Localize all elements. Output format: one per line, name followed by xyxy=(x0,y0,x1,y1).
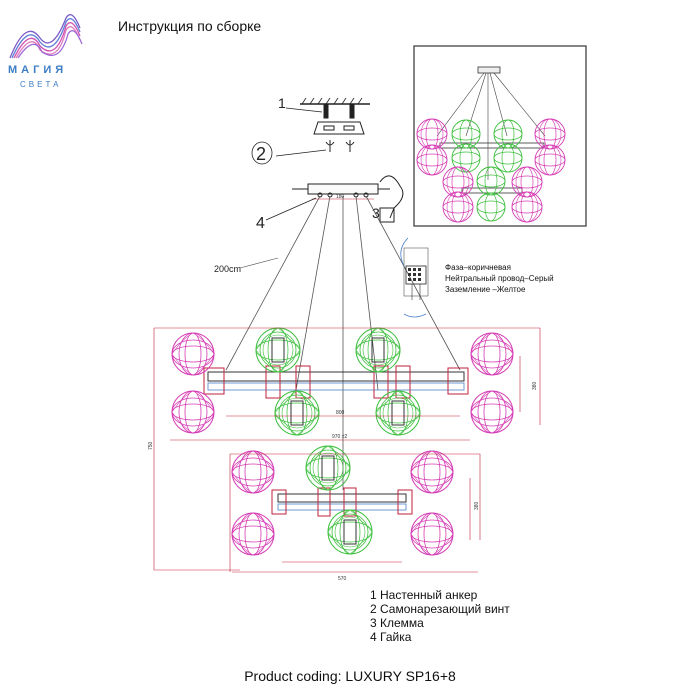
suspension-cables xyxy=(225,195,461,490)
legend-item: 4 Гайка xyxy=(370,630,412,644)
wiring-legend: Фаза–коричневая Нейтральный провод–Серый… xyxy=(445,262,554,295)
ceiling-mount xyxy=(292,97,404,223)
preview-inset xyxy=(413,45,587,227)
callout-4: 4 xyxy=(256,197,317,232)
lower-width-label: 570 xyxy=(338,576,347,582)
total-height-label: 750 xyxy=(148,441,154,450)
callout-number: 2 xyxy=(256,144,266,164)
cable-length: 200cm xyxy=(214,257,279,274)
page-title: Инструкция по сборке xyxy=(118,18,262,34)
logo-subtext: СВЕТА xyxy=(20,80,62,89)
product-coding: Product coding: LUXURY SP16+8 xyxy=(244,668,456,684)
upper-height-label: 380 xyxy=(532,381,538,390)
dimension-labels: 800 970 ±2 380 380 570 750 xyxy=(148,381,538,582)
legend-item: 1 Настенный анкер xyxy=(370,588,478,602)
legend-item: 3 Клемма xyxy=(370,616,424,630)
logo-text: МАГИЯ xyxy=(8,64,68,76)
parts-legend: 1 Настенный анкер 2 Самонарезающий винт … xyxy=(370,588,510,644)
wiring-phase: Фаза–коричневая xyxy=(445,263,511,272)
callout-1: 1 xyxy=(278,95,323,113)
dimension-lines xyxy=(153,327,541,573)
wiring-neutral: Нейтральный провод–Серый xyxy=(445,274,554,283)
wiring-detail xyxy=(400,237,429,318)
callout-3: 3 xyxy=(372,205,380,221)
lower-height-label: 380 xyxy=(474,501,480,510)
upper-tier xyxy=(171,327,514,436)
callout-2: 2 xyxy=(251,141,327,165)
bracket-width-label: 180 xyxy=(336,194,345,200)
lower-tier xyxy=(231,445,454,556)
brand-logo xyxy=(9,14,83,59)
callout-number: 3 xyxy=(372,205,380,221)
legend-item: 2 Самонарезающий винт xyxy=(370,602,510,616)
callout-number: 1 xyxy=(278,95,286,111)
callout-number: 4 xyxy=(256,215,265,232)
wiring-ground: Заземление –Желтое xyxy=(445,285,526,294)
cable-length-label: 200cm xyxy=(214,264,241,274)
upper-width-label: 800 xyxy=(336,410,345,416)
upper-overall-label: 970 ±2 xyxy=(332,434,347,440)
